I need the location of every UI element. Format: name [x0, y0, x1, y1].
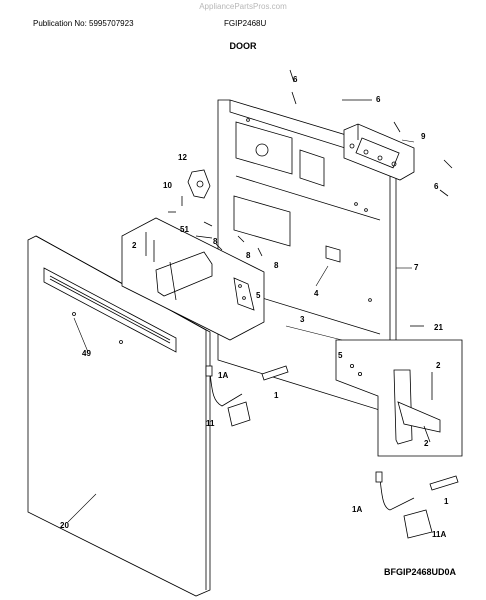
door-latch [187, 169, 211, 199]
callout-1a: 1A [218, 371, 228, 380]
callout-labels: 6 6 6 9 12 10 51 8 8 8 7 2 4 5 3 21 49 5… [60, 75, 449, 539]
callout-7: 7 [414, 263, 419, 272]
callout-5: 5 [338, 351, 343, 360]
right-hinge-inset [335, 339, 463, 457]
callout-6: 6 [434, 182, 439, 191]
callout-2: 2 [436, 361, 441, 370]
callout-2: 2 [132, 241, 137, 250]
callout-6: 6 [376, 95, 381, 104]
callout-8: 8 [246, 251, 251, 260]
callout-21: 21 [434, 323, 443, 332]
callout-1a: 1A [352, 505, 362, 514]
section-title: DOOR [229, 41, 257, 51]
callout-6: 6 [293, 75, 298, 84]
screws [168, 69, 453, 327]
callout-11a: 11A [432, 530, 446, 539]
callout-49: 49 [82, 349, 91, 358]
callout-1: 1 [274, 391, 279, 400]
diagram-code: BFGIP2468UD0A [384, 567, 457, 577]
callout-10: 10 [163, 181, 172, 190]
callout-8: 8 [274, 261, 279, 270]
callout-5: 5 [256, 291, 261, 300]
callout-1: 1 [444, 497, 449, 506]
callout-3: 3 [300, 315, 305, 324]
watermark: AppliancePartsPros.com [199, 2, 287, 11]
callout-8: 8 [213, 237, 218, 246]
callout-11: 11 [206, 419, 215, 428]
callout-20: 20 [60, 521, 69, 530]
door-cable-upper [205, 365, 289, 427]
leader-lines [67, 139, 415, 523]
outer-door-panel [27, 235, 211, 597]
callout-4: 4 [314, 289, 319, 298]
callout-51: 51 [180, 225, 189, 234]
left-hinge-inset [121, 217, 265, 341]
control-module [343, 123, 415, 181]
door-cable-lower [375, 471, 459, 539]
callout-9: 9 [421, 132, 426, 141]
callout-12: 12 [178, 153, 187, 162]
publication-number: Publication No: 5995707923 [33, 19, 134, 28]
callout-2: 2 [424, 439, 429, 448]
model-number: FGIP2468U [224, 19, 267, 28]
